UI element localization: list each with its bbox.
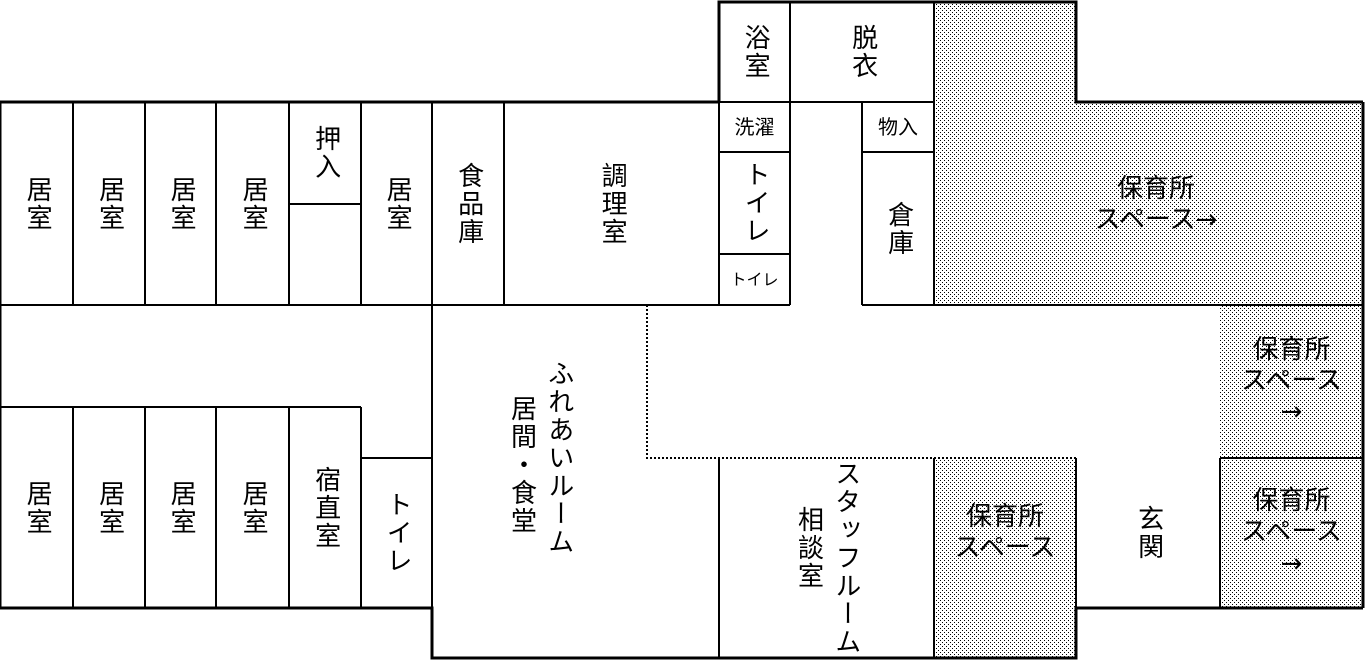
- fureai-room-title: ふれあいルーム: [543, 360, 574, 556]
- living-room-5: 居室: [382, 175, 413, 232]
- living-room-6: 居室: [22, 479, 53, 536]
- bath-room: 浴室: [740, 24, 771, 80]
- toilet-west: トイレ: [382, 491, 413, 575]
- living-room-9: 居室: [238, 479, 269, 536]
- nursery-space-east-bottom: 保育所 スペース →: [1241, 486, 1342, 579]
- living-room-4: 居室: [238, 175, 269, 232]
- dressing-room: 脱衣: [847, 24, 878, 80]
- nursery-space-top: 保育所 スペース→: [1094, 173, 1218, 235]
- consultation-room: 相談室: [793, 506, 824, 590]
- storage-closet: 物入: [878, 115, 918, 139]
- living-room-7: 居室: [94, 479, 125, 536]
- staff-room: スタッフルーム 相談室: [719, 458, 934, 658]
- living-room-1: 居室: [22, 175, 53, 232]
- living-room-2: 居室: [94, 175, 125, 232]
- night-duty-room: 宿直室: [310, 465, 341, 550]
- toilet-corridor: トイレ: [740, 161, 771, 245]
- living-room-8: 居室: [166, 479, 197, 536]
- nursery-space-east-mid: 保育所 スペース →: [1241, 334, 1342, 428]
- laundry-room: 洗濯: [734, 115, 775, 139]
- nursery-space-south: 保育所 スペース: [954, 501, 1056, 563]
- closet: 押入: [310, 125, 341, 181]
- staff-room-title: スタッフルーム: [830, 460, 861, 656]
- entrance: 玄関: [1133, 505, 1164, 561]
- kitchen: 調理室: [597, 161, 628, 246]
- hoiku-areas: [934, 2, 1363, 658]
- fureai-room-subtitle: 居間・食堂: [506, 395, 537, 535]
- living-room-3: 居室: [166, 175, 197, 232]
- pantry: 食品庫: [453, 161, 484, 246]
- toilet-small: トイレ: [730, 269, 779, 289]
- fureai-room: ふれあいルーム 居間・食堂: [432, 305, 647, 658]
- warehouse: 倉庫: [883, 200, 914, 257]
